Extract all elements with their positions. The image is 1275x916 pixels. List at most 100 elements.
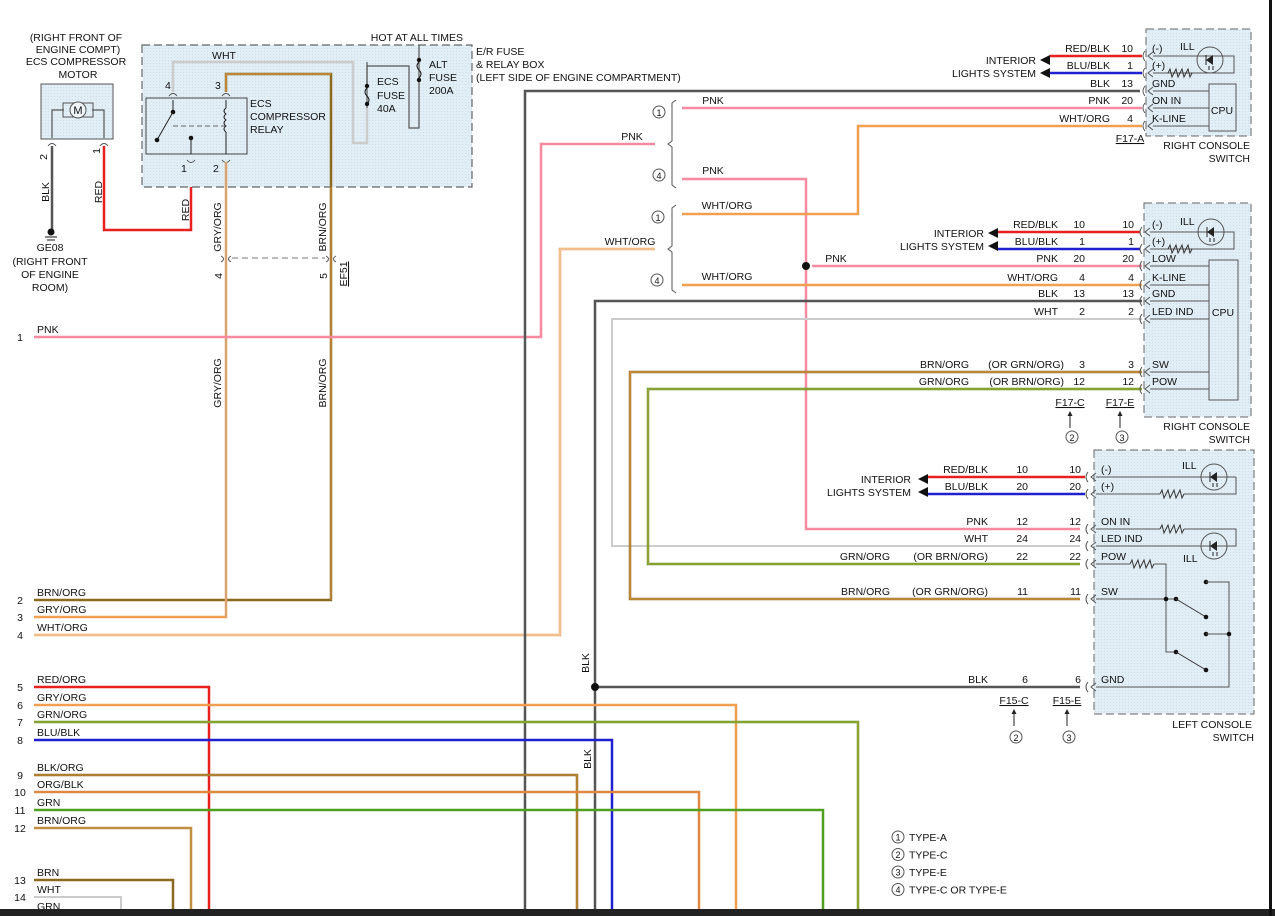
pin-wire-label: BLK: [1090, 78, 1110, 90]
cpu-label: CPU: [1212, 307, 1234, 319]
resistor-icon: [1159, 488, 1185, 500]
legend-text: TYPE-C OR TYPE-E: [909, 885, 1007, 897]
pin-number-e: 10: [1069, 464, 1081, 476]
pin-number-c: 24: [1016, 533, 1028, 545]
pin-wire-label: RED/BLK: [1065, 43, 1110, 55]
ground-id: GE08: [37, 242, 64, 254]
interior-lights-label-2: LIGHTS SYSTEM: [827, 487, 911, 499]
led-icon: [1200, 532, 1228, 560]
resistor-icon: [1159, 523, 1185, 535]
blk-vertical-label-1: BLK: [580, 653, 592, 673]
pin-number-c: 11: [1017, 586, 1028, 598]
alt-fuse-label-2: FUSE: [429, 72, 457, 84]
arrow-left-icon: [988, 228, 998, 238]
wire-number: 7: [17, 717, 23, 729]
relay-pin-2: 2: [213, 163, 219, 175]
wire-label-brn-org-1: BRN/ORG: [317, 202, 329, 251]
type-mark: [891, 883, 905, 896]
svg-text:3: 3: [895, 868, 900, 878]
cpu-label: CPU: [1211, 105, 1233, 117]
legend-item: 1 TYPE-A: [891, 830, 947, 844]
motor-icon: [69, 101, 87, 119]
wire-color-label: BRN: [37, 867, 59, 879]
wire-blk-ce: [593, 299, 1142, 916]
wire-label-gry-org-1: GRY/ORG: [212, 202, 224, 251]
legend-item: 3 TYPE-E: [891, 865, 947, 879]
type-mark-1a: 1: [652, 105, 666, 119]
pin-wire-label: GRN/ORG: [919, 376, 969, 388]
splice-wo-in-label: WHT/ORG: [605, 236, 656, 248]
wire-color-label: BLU/BLK: [37, 727, 80, 739]
wire-label-brn-org-2: BRN/ORG: [317, 358, 329, 407]
wire-number: 4: [17, 630, 23, 642]
pin-number: 13: [1121, 78, 1133, 90]
relay-pin-4: 4: [165, 80, 171, 92]
connector-f17-c[interactable]: F17-C: [1055, 397, 1085, 409]
svg-text:1: 1: [656, 108, 661, 118]
arrow-left-icon: [918, 487, 928, 497]
pin-wire-label: WHT/ORG: [1007, 272, 1058, 284]
wire-gry-org-6: [34, 703, 738, 916]
type-mark: [891, 865, 905, 879]
ecs-fuse-label-1: ECS: [377, 76, 399, 88]
connector-pin-5: 5: [318, 273, 330, 279]
pin-number-c: 22: [1016, 551, 1028, 563]
ecs-compressor-relay: [145, 97, 248, 155]
motor-title-3: ECS COMPRESSOR: [26, 56, 127, 68]
ground-loc-1: (RIGHT FRONT: [12, 256, 88, 268]
wire-grn-org-7: [34, 720, 860, 916]
wire-color-label: WHT/ORG: [37, 622, 88, 634]
pin-wire-label: BLU/BLK: [1015, 236, 1058, 248]
legend-text: TYPE-A: [909, 832, 947, 844]
pin-number-c: 6: [1022, 674, 1028, 686]
motor-pin-2: 2: [38, 154, 50, 160]
connector-f17-e[interactable]: F17-E: [1106, 397, 1135, 409]
pin-wire-label: BLU/BLK: [945, 481, 988, 493]
pin-wire-label: BRN/ORG: [920, 359, 969, 371]
pin-number-c: 20: [1016, 481, 1028, 493]
pin-function-label: K-LINE: [1152, 272, 1186, 284]
motor-symbol: M: [73, 105, 82, 117]
pin-number-e: 24: [1069, 533, 1081, 545]
pin-function-label: ON IN: [1152, 95, 1181, 107]
ill-label: ILL: [1183, 553, 1198, 565]
wire-number: 2: [17, 595, 23, 607]
pin-number-c: 2: [1079, 306, 1085, 318]
ecs-fuse-label-3: 40A: [377, 103, 396, 115]
wire-pnk-1: [34, 142, 655, 339]
pin-number-e: 13: [1122, 288, 1134, 300]
wire-color-label: BRN/ORG: [37, 815, 86, 827]
pin-alt-wire-label: (OR BRN/ORG): [989, 376, 1064, 388]
wire-number: 8: [17, 735, 23, 747]
connector-ef51[interactable]: EF51: [338, 261, 350, 286]
interior-lights-label-2: LIGHTS SYSTEM: [952, 68, 1036, 80]
connector-f15-c[interactable]: F15-C: [999, 695, 1029, 707]
wire-number: 5: [17, 682, 23, 694]
pin-number-e: 2: [1128, 306, 1134, 318]
wire-number: 1: [17, 332, 23, 344]
connector-f17-a[interactable]: F17-A: [1116, 133, 1145, 145]
pin-number: 10: [1121, 43, 1133, 55]
wire-number: 3: [17, 612, 23, 624]
pin-function-label: GND: [1101, 674, 1125, 686]
svg-text:1: 1: [895, 833, 900, 843]
pin-wire-label: WHT: [964, 533, 988, 545]
arrow-left-icon: [988, 241, 998, 251]
er-box-title-3: (LEFT SIDE OF ENGINE COMPARTMENT): [476, 72, 681, 84]
ecs-compressor-motor: (RIGHT FRONT OF ENGINE COMPT) ECS COMPRE…: [12, 32, 193, 294]
relay-pin-3: 3: [215, 80, 221, 92]
pin-number-e: 6: [1075, 674, 1081, 686]
connector-f15-e[interactable]: F15-E: [1053, 695, 1082, 707]
pin-function-label: (-): [1152, 43, 1163, 55]
motor-title-4: MOTOR: [59, 69, 98, 81]
legend-text: TYPE-E: [909, 867, 947, 879]
pin-number-e: 10: [1122, 219, 1134, 231]
pin-wire-label: BRN/ORG: [841, 586, 890, 598]
